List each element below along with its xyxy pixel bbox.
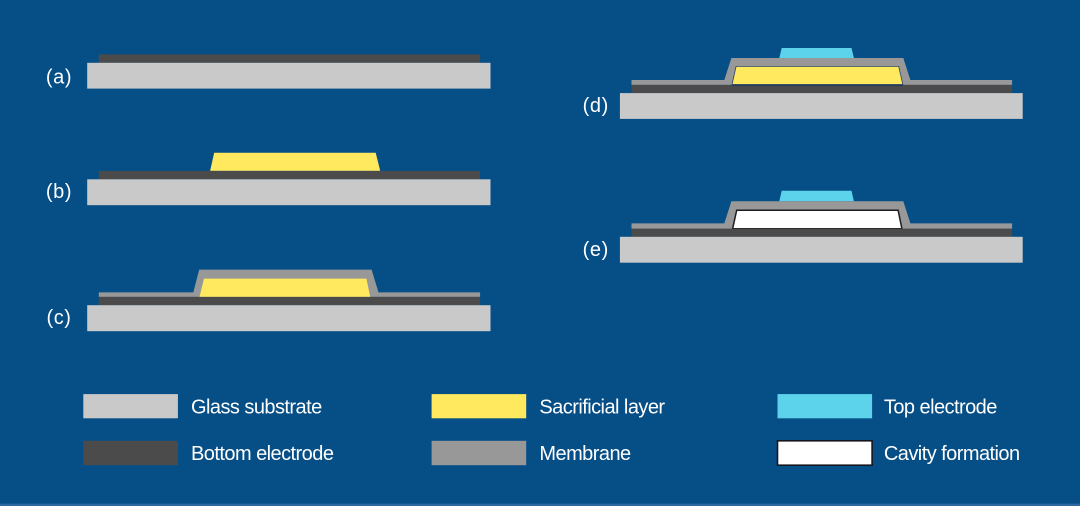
svg-text:Top electrode: Top electrode [884,396,997,418]
svg-text:(d): (d) [583,95,609,117]
svg-text:Glass substrate: Glass substrate [191,396,322,418]
svg-text:Bottom electrode: Bottom electrode [191,443,334,465]
svg-text:(c): (c) [46,307,71,329]
svg-text:(e): (e) [583,239,609,261]
svg-text:(a): (a) [46,67,72,89]
svg-text:Sacrificial layer: Sacrificial layer [539,396,665,418]
svg-text:(b): (b) [46,181,72,203]
svg-text:Cavity formation: Cavity formation [884,443,1020,465]
svg-text:Membrane: Membrane [539,443,631,465]
